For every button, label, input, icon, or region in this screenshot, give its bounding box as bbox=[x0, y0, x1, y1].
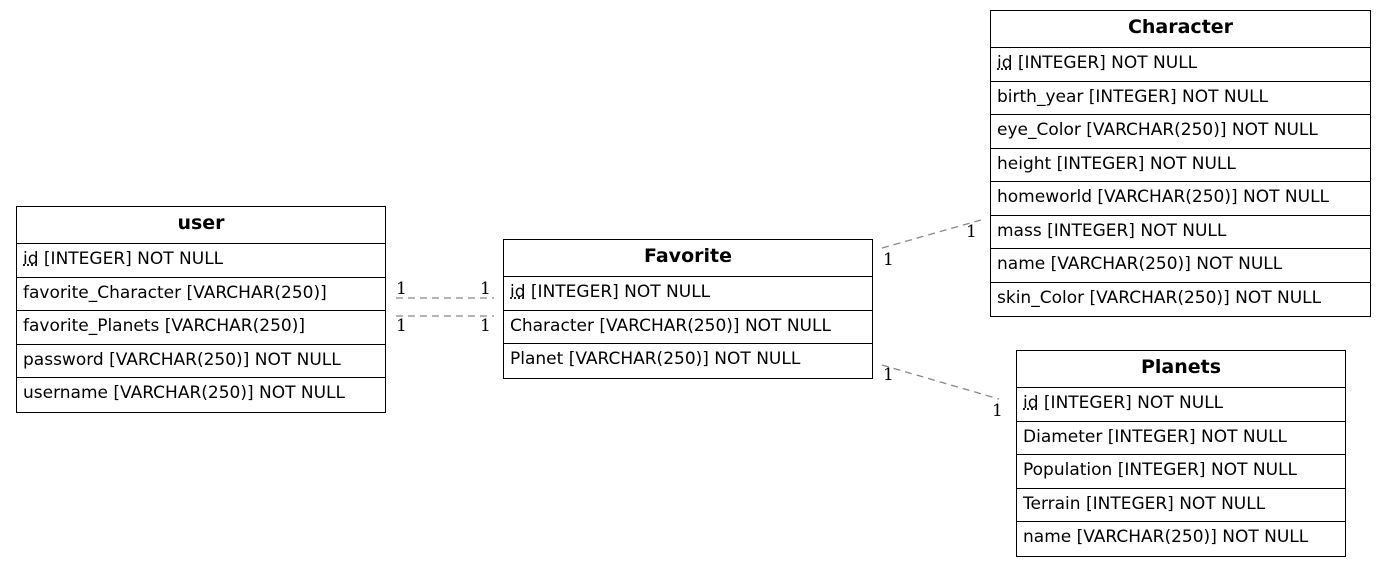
field-row[interactable]: mass [INTEGER] NOT NULL bbox=[991, 216, 1370, 249]
cardinality-label: 1 bbox=[480, 316, 491, 336]
field-definition: [INTEGER] NOT NULL bbox=[525, 282, 711, 302]
relation-line-favorite-planets bbox=[881, 364, 1000, 400]
field-definition: skin_Color [VARCHAR(250)] NOT NULL bbox=[997, 287, 1322, 308]
field-definition: birth_year [INTEGER] NOT NULL bbox=[997, 86, 1269, 107]
field-row[interactable]: Terrain [INTEGER] NOT NULL bbox=[1017, 489, 1345, 522]
field-row[interactable]: Planet [VARCHAR(250)] NOT NULL bbox=[504, 344, 872, 378]
entity-character[interactable]: Character id [INTEGER] NOT NULL birth_ye… bbox=[990, 10, 1371, 317]
field-definition: eye_Color [VARCHAR(250)] NOT NULL bbox=[997, 120, 1318, 140]
field-definition: password [VARCHAR(250)] NOT NULL bbox=[23, 349, 341, 370]
field-definition: height [INTEGER] NOT NULL bbox=[997, 153, 1236, 174]
field-row[interactable]: name [VARCHAR(250)] NOT NULL bbox=[991, 249, 1370, 283]
field-row[interactable]: Character [VARCHAR(250)] NOT NULL bbox=[504, 311, 872, 344]
field-row[interactable]: eye_Color [VARCHAR(250)] NOT NULL bbox=[991, 115, 1370, 149]
field-row[interactable]: id [INTEGER] NOT NULL bbox=[1017, 388, 1345, 422]
cardinality-label: 1 bbox=[396, 316, 407, 336]
entity-title: user bbox=[17, 207, 385, 244]
field-definition: [INTEGER] NOT NULL bbox=[38, 249, 224, 269]
relation-line-favorite-character bbox=[881, 219, 982, 249]
field-definition: favorite_Character [VARCHAR(250)] bbox=[23, 282, 327, 303]
cardinality-label: 1 bbox=[396, 279, 407, 299]
cardinality-label: 1 bbox=[992, 401, 1003, 421]
entity-title: Character bbox=[991, 11, 1370, 48]
entity-title: Planets bbox=[1017, 351, 1345, 388]
field-definition: Character [VARCHAR(250)] NOT NULL bbox=[510, 315, 831, 336]
field-definition: mass [INTEGER] NOT NULL bbox=[997, 220, 1227, 241]
primary-key-label: id bbox=[997, 53, 1013, 73]
field-definition: name [VARCHAR(250)] NOT NULL bbox=[997, 254, 1283, 274]
cardinality-label: 1 bbox=[480, 279, 491, 299]
primary-key-label: id bbox=[510, 282, 526, 302]
field-row[interactable]: id [INTEGER] NOT NULL bbox=[991, 48, 1370, 82]
field-definition: homeworld [VARCHAR(250)] NOT NULL bbox=[997, 187, 1330, 207]
field-row[interactable]: height [INTEGER] NOT NULL bbox=[991, 149, 1370, 182]
field-row[interactable]: name [VARCHAR(250)] NOT NULL bbox=[1017, 522, 1345, 556]
field-definition: name [VARCHAR(250)] NOT NULL bbox=[1023, 527, 1309, 547]
entity-title: Favorite bbox=[504, 240, 872, 277]
cardinality-label: 1 bbox=[966, 222, 977, 242]
primary-key-label: id bbox=[23, 249, 39, 269]
field-row[interactable]: homeworld [VARCHAR(250)] NOT NULL bbox=[991, 182, 1370, 216]
field-definition: Planet [VARCHAR(250)] NOT NULL bbox=[510, 349, 801, 369]
cardinality-label: 1 bbox=[883, 365, 894, 385]
entity-favorite[interactable]: Favorite id [INTEGER] NOT NULL Character… bbox=[503, 239, 873, 379]
field-definition: [INTEGER] NOT NULL bbox=[1012, 53, 1198, 73]
field-definition: username [VARCHAR(250)] NOT NULL bbox=[23, 383, 345, 403]
field-definition: [INTEGER] NOT NULL bbox=[1038, 393, 1224, 413]
field-row[interactable]: password [VARCHAR(250)] NOT NULL bbox=[17, 345, 385, 378]
field-row[interactable]: birth_year [INTEGER] NOT NULL bbox=[991, 82, 1370, 115]
field-row[interactable]: Diameter [INTEGER] NOT NULL bbox=[1017, 422, 1345, 455]
cardinality-label: 1 bbox=[883, 250, 894, 270]
field-definition: Diameter [INTEGER] NOT NULL bbox=[1023, 426, 1288, 447]
field-row[interactable]: favorite_Character [VARCHAR(250)] bbox=[17, 278, 385, 311]
field-definition: Terrain [INTEGER] NOT NULL bbox=[1023, 493, 1266, 514]
primary-key-label: id bbox=[1023, 393, 1039, 413]
field-row[interactable]: id [INTEGER] NOT NULL bbox=[17, 244, 385, 278]
entity-user[interactable]: user id [INTEGER] NOT NULL favorite_Char… bbox=[16, 206, 386, 413]
field-row[interactable]: id [INTEGER] NOT NULL bbox=[504, 277, 872, 311]
field-definition: favorite_Planets [VARCHAR(250)] bbox=[23, 316, 305, 336]
field-definition: Population [INTEGER] NOT NULL bbox=[1023, 460, 1297, 480]
field-row[interactable]: Population [INTEGER] NOT NULL bbox=[1017, 455, 1345, 489]
field-row[interactable]: favorite_Planets [VARCHAR(250)] bbox=[17, 311, 385, 345]
field-row[interactable]: username [VARCHAR(250)] NOT NULL bbox=[17, 378, 385, 412]
field-row[interactable]: skin_Color [VARCHAR(250)] NOT NULL bbox=[991, 283, 1370, 317]
entity-planets[interactable]: Planets id [INTEGER] NOT NULL Diameter [… bbox=[1016, 350, 1346, 557]
